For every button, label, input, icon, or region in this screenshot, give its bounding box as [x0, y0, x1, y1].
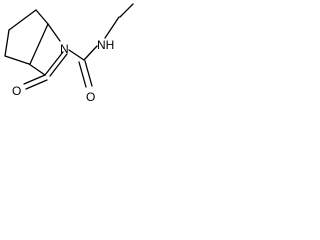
amide-nh-label: NH	[97, 38, 114, 52]
bond-top-ringn	[47, 23, 61, 42]
molecule-drawing: N NH O O	[4, 3, 134, 104]
bond-ketone-ringn-2	[49, 53, 68, 77]
chemical-structure: N NH O O	[0, 0, 144, 111]
bond-ketone-o-1	[23, 74, 46, 85]
bond-carbonyl-nh	[83, 45, 98, 61]
bond-bottom-ketone	[28, 63, 46, 76]
bond-nh-methyl	[104, 16, 120, 39]
bond-bridgehead-top	[35, 9, 49, 25]
bond-carbonyl-o-1	[84, 60, 93, 87]
bond-methyl-nh	[119, 3, 134, 18]
bond-ketone-o-2	[25, 79, 48, 90]
bond-ringn-carbonyl	[68, 49, 85, 61]
ring-nitrogen-label: N	[60, 42, 69, 56]
bond-top-left	[8, 9, 37, 31]
bond-bridge-back	[29, 23, 49, 65]
amide-oxygen-label: O	[86, 90, 95, 104]
bond-left-down	[4, 29, 10, 57]
bond-carbonyl-o-2	[78, 61, 87, 88]
ketone-oxygen-label: O	[12, 84, 21, 98]
bond-left-bottom	[4, 55, 30, 65]
bond-ketone-ringn	[44, 51, 64, 76]
